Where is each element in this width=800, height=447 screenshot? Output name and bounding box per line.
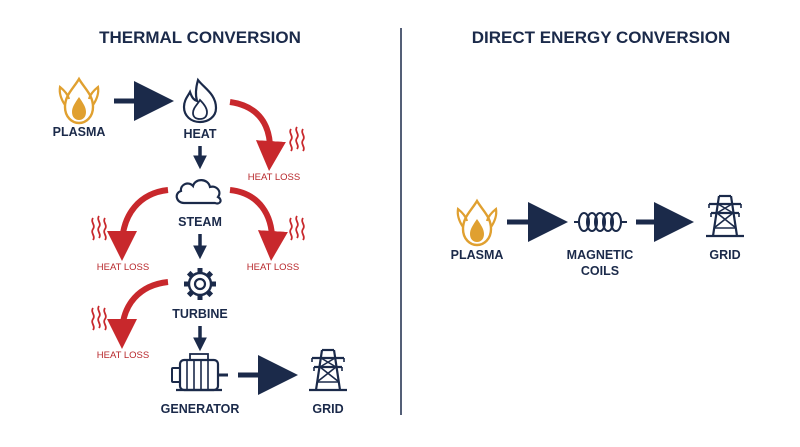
pylon-icon xyxy=(704,194,746,238)
flame-icon xyxy=(58,77,100,125)
loss-arrow-steam-left xyxy=(107,187,169,261)
motor-icon xyxy=(171,353,228,392)
heat-wave-icon xyxy=(91,215,107,241)
direct-grid-label: GRID xyxy=(709,248,740,262)
gear-icon xyxy=(184,268,216,300)
cloud-icon xyxy=(175,179,222,205)
coil-icon xyxy=(574,212,627,232)
generator-label: GENERATOR xyxy=(161,402,240,416)
heat-loss-label-4: HEAT LOSS xyxy=(97,350,149,361)
turbine-label: TURBINE xyxy=(172,307,228,321)
loss-arrow-steam-right xyxy=(229,187,288,261)
heat-wave-icon xyxy=(289,215,305,241)
coils-label-line2: COILS xyxy=(581,264,619,278)
fire-icon xyxy=(182,77,218,124)
direct-plasma-label: PLASMA xyxy=(451,248,504,262)
heat-loss-label-3: HEAT LOSS xyxy=(247,262,299,273)
pylon-icon xyxy=(307,348,349,392)
heat-wave-icon xyxy=(91,305,107,331)
heat-loss-label-1: HEAT LOSS xyxy=(248,172,300,183)
heat-label: HEAT xyxy=(183,127,216,141)
heat-wave-icon xyxy=(289,126,305,152)
heat-loss-label-2: HEAT LOSS xyxy=(97,262,149,273)
plasma-label: PLASMA xyxy=(53,125,106,139)
loss-arrow-heat xyxy=(229,99,286,171)
steam-label: STEAM xyxy=(178,215,222,229)
flame-icon xyxy=(456,199,498,247)
coils-label-line1: MAGNETIC xyxy=(567,248,634,262)
direct-title: DIRECT ENERGY CONVERSION xyxy=(472,28,731,47)
thermal-title: THERMAL CONVERSION xyxy=(99,28,301,47)
loss-arrow-turbine xyxy=(107,279,169,349)
grid-label: GRID xyxy=(312,402,343,416)
